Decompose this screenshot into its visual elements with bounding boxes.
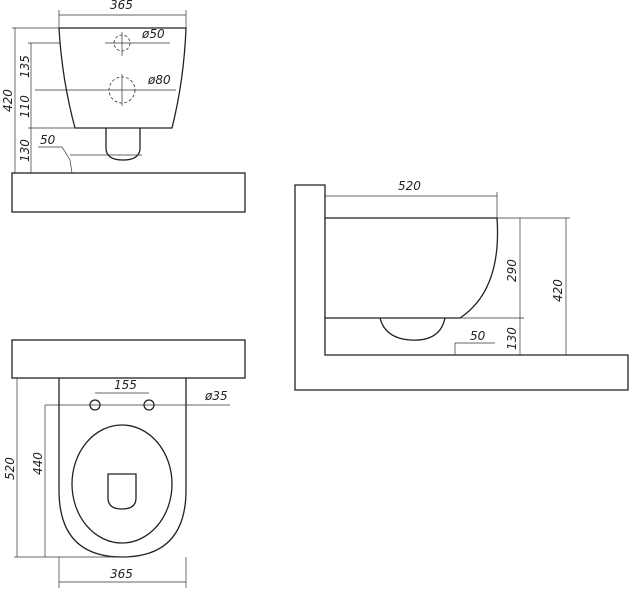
dim-130: 130 (18, 139, 32, 162)
dim-hole-to-front: 440 (31, 452, 45, 475)
dim-50: 50 (40, 133, 56, 147)
dim-top-width: 365 (110, 567, 133, 581)
dim-110: 110 (18, 95, 32, 118)
dim-width: 365 (110, 0, 133, 12)
floor-hatch (11, 172, 246, 213)
seat-outline (71, 424, 173, 544)
side-spigot (379, 317, 446, 341)
dim-inlet-diameter: ø50 (141, 27, 165, 41)
dim-side-50: 50 (470, 329, 486, 343)
dim-135: 135 (18, 55, 32, 78)
bowl-side-outline (325, 217, 499, 319)
front-view: 365 ø50 ø80 420 135 110 130 50 (1, 0, 246, 213)
outlet-spigot (105, 128, 141, 161)
dim-hole-spacing: 155 (114, 378, 137, 392)
top-view: 155 ø35 520 440 365 (3, 339, 246, 588)
wall-floor-hatch (294, 184, 629, 391)
dim-total-height: 420 (1, 89, 15, 112)
dim-outlet-diameter: ø80 (147, 73, 171, 87)
bowl-opening (107, 473, 137, 510)
dim-bowl-height: 290 (505, 259, 519, 282)
dim-floor-gap: 130 (505, 327, 519, 350)
dim-top-depth: 520 (3, 457, 17, 480)
dim-side-total-height: 420 (551, 279, 565, 302)
dim-hole-diameter: ø35 (204, 389, 228, 403)
side-view: 520 290 420 130 50 (294, 179, 629, 391)
dim-side-depth: 520 (398, 179, 421, 193)
bowl-front-outline (58, 27, 187, 129)
wall-hatch (11, 339, 246, 379)
